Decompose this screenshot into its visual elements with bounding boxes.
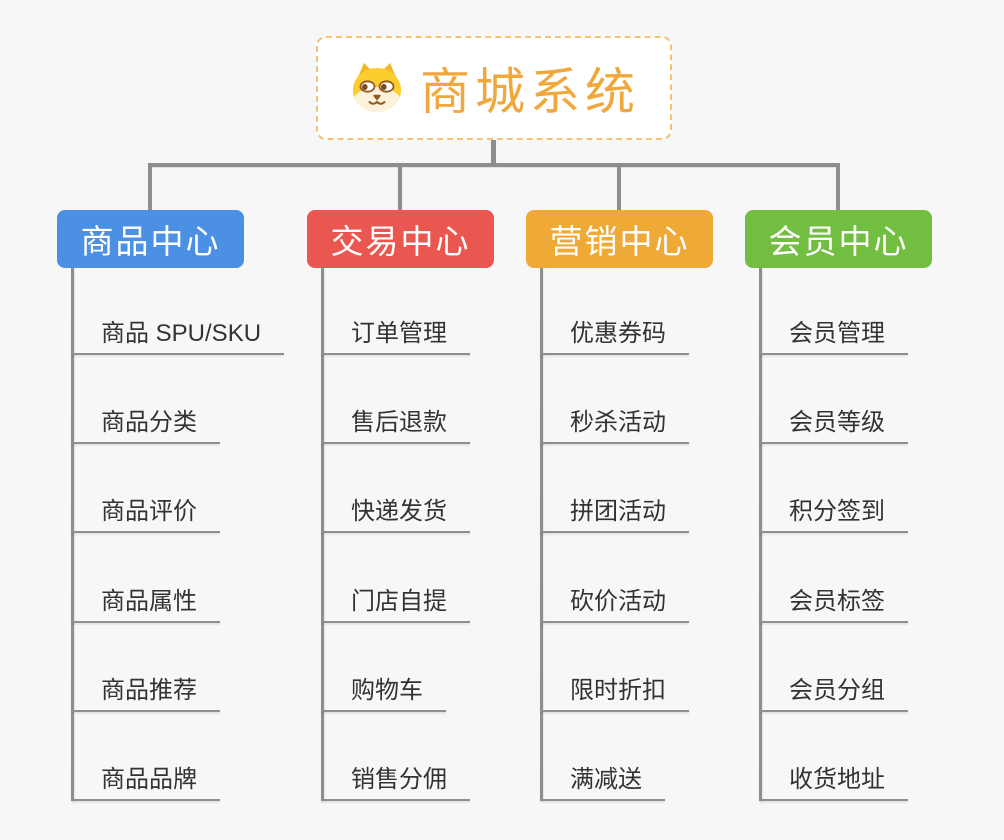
branch-node[interactable]: 营销中心	[526, 210, 713, 268]
leaf-node[interactable]: 优惠券码	[540, 319, 689, 355]
leaf-node[interactable]: 商品品牌	[71, 765, 220, 801]
branch-node[interactable]: 会员中心	[745, 210, 932, 268]
leaf-node[interactable]: 会员管理	[759, 319, 908, 355]
root-connector-stub	[491, 138, 496, 166]
branch-children-connector	[759, 268, 762, 801]
leaf-node[interactable]: 会员标签	[759, 587, 908, 623]
branch-connector-drop	[398, 163, 402, 211]
branch-children-connector	[321, 268, 324, 801]
branch-connector-drop	[836, 163, 840, 211]
leaf-node[interactable]: 商品 SPU/SKU	[71, 319, 285, 355]
branch-children-connector	[540, 268, 543, 801]
trunk-connector	[148, 163, 840, 167]
dog-face-icon	[353, 63, 401, 112]
leaf-node[interactable]: 砍价活动	[540, 587, 689, 623]
branch-node[interactable]: 交易中心	[307, 210, 494, 268]
branch-trade-center: 交易中心 订单管理 售后退款 快递发货 门店自提 购物车 销售分佣	[307, 163, 494, 801]
leaf-node[interactable]: 会员等级	[759, 408, 908, 444]
leaf-node[interactable]: 购物车	[321, 676, 446, 712]
branch-marketing-center: 营销中心 优惠券码 秒杀活动 拼团活动 砍价活动 限时折扣 满减送	[526, 163, 713, 801]
branch-product-center: 商品中心 商品 SPU/SKU 商品分类 商品评价 商品属性 商品推荐 商品品牌	[57, 163, 285, 801]
leaf-node[interactable]: 商品推荐	[71, 676, 220, 712]
leaf-node[interactable]: 积分签到	[759, 497, 908, 533]
branch-connector-drop	[617, 163, 621, 211]
leaf-node[interactable]: 商品评价	[71, 497, 220, 533]
leaf-node[interactable]: 快递发货	[321, 497, 470, 533]
leaf-node[interactable]: 限时折扣	[540, 676, 689, 712]
leaf-node[interactable]: 秒杀活动	[540, 408, 689, 444]
leaf-node[interactable]: 销售分佣	[321, 765, 470, 801]
leaf-node[interactable]: 订单管理	[321, 319, 470, 355]
leaf-node[interactable]: 会员分组	[759, 676, 908, 712]
leaf-node[interactable]: 售后退款	[321, 408, 470, 444]
leaf-node[interactable]: 商品属性	[71, 587, 220, 623]
branch-connector-drop	[148, 163, 152, 211]
root-node[interactable]: 商城系统	[316, 36, 672, 140]
root-title: 商城系统	[420, 64, 640, 120]
leaf-node[interactable]: 拼团活动	[540, 497, 689, 533]
branch-children-connector	[71, 268, 74, 801]
leaf-node[interactable]: 收货地址	[759, 765, 908, 801]
leaf-node[interactable]: 商品分类	[71, 408, 220, 444]
leaf-node[interactable]: 门店自提	[321, 587, 470, 623]
branch-node[interactable]: 商品中心	[57, 210, 244, 268]
leaf-node[interactable]: 满减送	[540, 765, 665, 801]
branch-member-center: 会员中心 会员管理 会员等级 积分签到 会员标签 会员分组 收货地址	[745, 163, 932, 801]
